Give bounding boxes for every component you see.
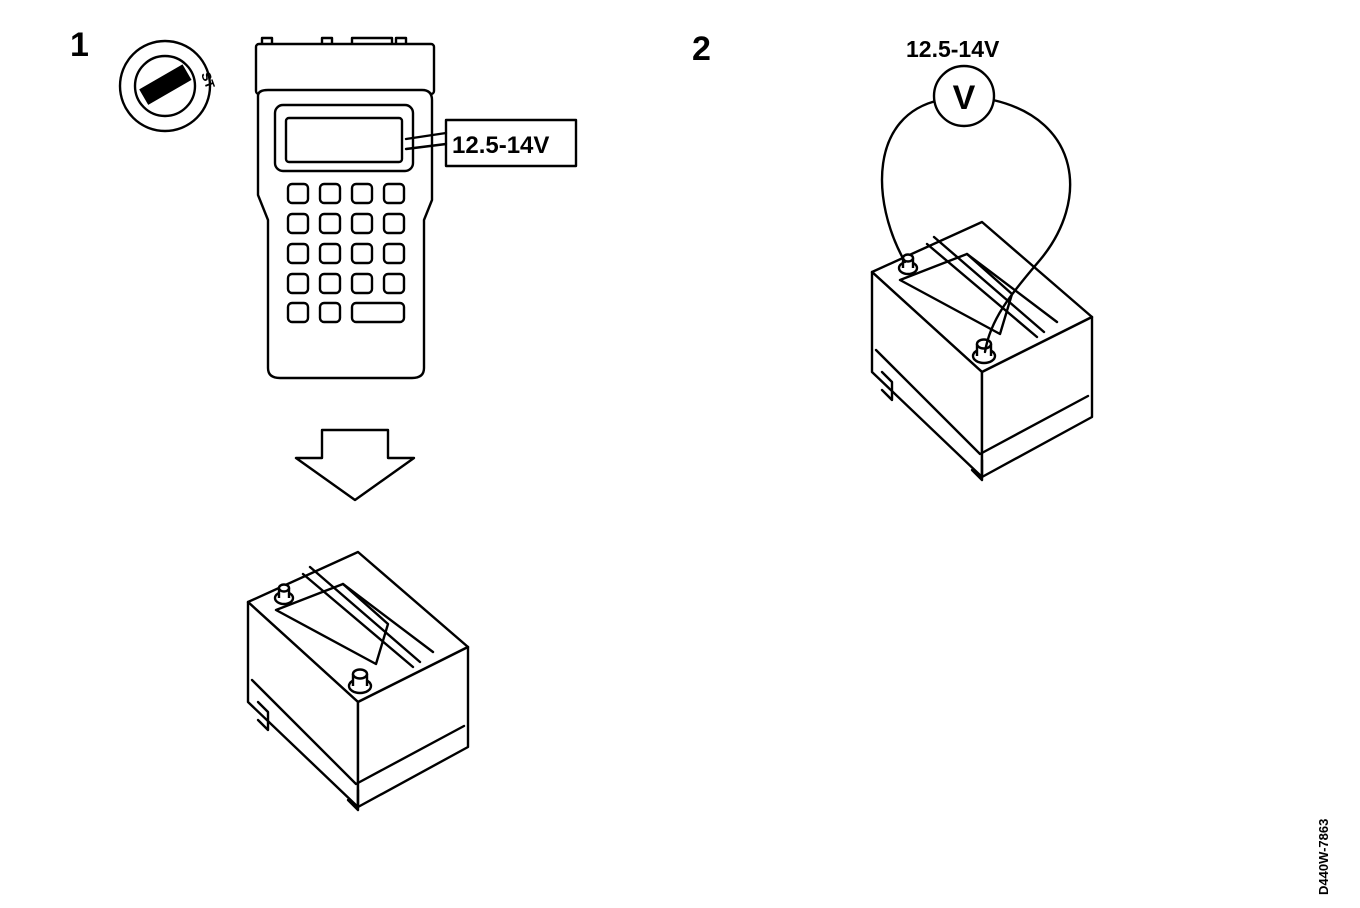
step-1-label: 1 <box>70 26 89 64</box>
down-arrow-icon <box>294 428 416 502</box>
keypad-key <box>382 242 406 265</box>
keypad-key <box>350 212 374 235</box>
voltmeter-symbol: V <box>953 79 976 117</box>
keypad-key <box>350 301 406 324</box>
keypad-key <box>286 242 310 265</box>
battery-icon <box>246 550 470 812</box>
ignition-key-mark: ST <box>198 70 218 91</box>
keypad-key <box>286 272 310 295</box>
step-2-label: 2 <box>692 30 711 68</box>
keypad-key <box>286 212 310 235</box>
voltmeter-icon: V <box>880 64 1072 354</box>
keypad-key <box>318 242 342 265</box>
keypad-key <box>382 272 406 295</box>
keypad-key <box>350 182 374 205</box>
keypad-key <box>350 272 374 295</box>
keypad-key <box>286 182 310 205</box>
hand-held-tester-icon: 12.5-14V <box>254 36 578 380</box>
keypad-key <box>318 272 342 295</box>
keypad-key <box>318 212 342 235</box>
voltmeter-reading-label: 12.5-14V <box>906 36 1000 62</box>
ignition-switch-icon: ST <box>118 39 218 133</box>
keypad-key <box>382 212 406 235</box>
keypad-key <box>318 301 342 324</box>
keypad-key <box>382 182 406 205</box>
tester-display-callout: 12.5-14V <box>452 132 549 159</box>
keypad-key <box>318 182 342 205</box>
keypad-key <box>286 301 310 324</box>
tester-keypad <box>286 182 406 324</box>
keypad-key <box>350 242 374 265</box>
